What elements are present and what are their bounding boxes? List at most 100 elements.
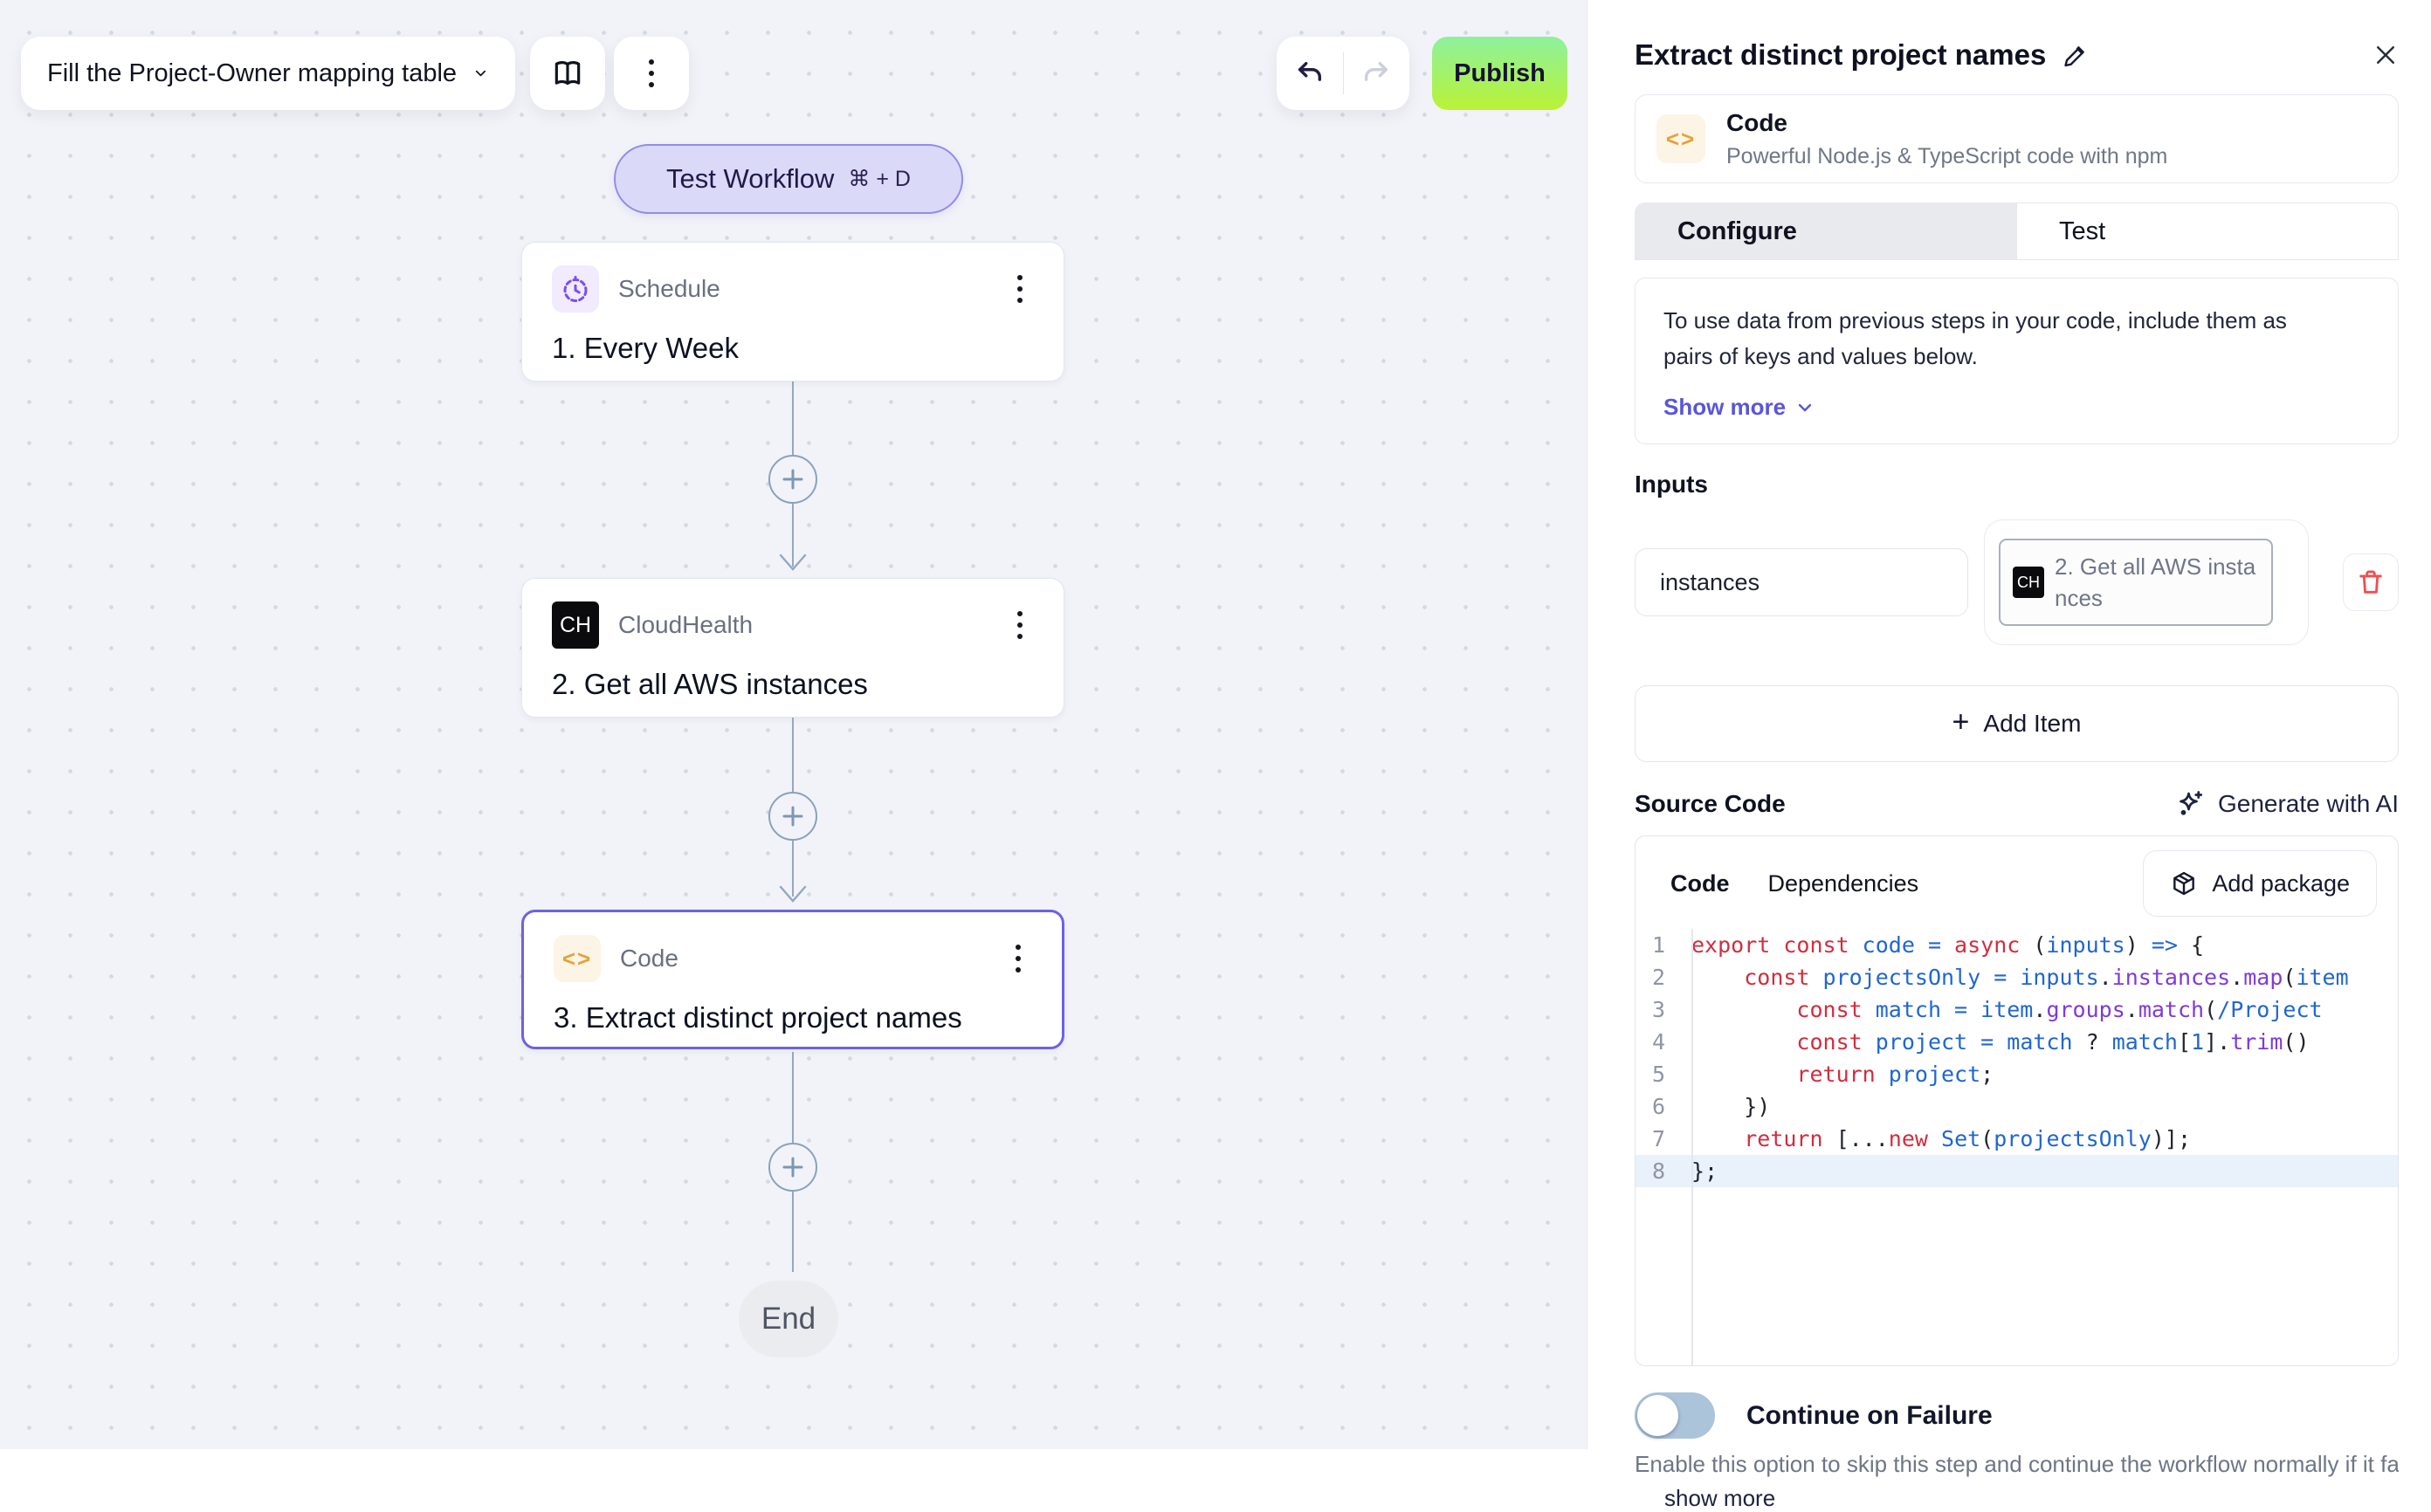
node-code-selected[interactable]: <> Code 3. Extract distinct project name… <box>521 910 1064 1049</box>
delete-input-button[interactable] <box>2343 553 2399 611</box>
plus-icon <box>782 806 803 827</box>
connector-line <box>792 504 794 567</box>
show-more-toggle-link[interactable]: show more <box>1664 1485 1776 1511</box>
step-type-name: Code <box>1726 108 1787 136</box>
cloudhealth-badge-icon: CH <box>2013 567 2044 598</box>
step-type-card: <> Code Powerful Node.js & TypeScript co… <box>1635 94 2399 183</box>
add-step-button[interactable] <box>768 1143 817 1192</box>
line-number: 5 <box>1651 1062 1665 1087</box>
code-line[interactable]: 7 return [...new Set(projectsOnly)]; <box>1636 1123 2398 1155</box>
connector-line <box>792 718 794 792</box>
tab-configure[interactable]: Configure <box>1636 203 2017 259</box>
connector-line <box>792 1052 794 1143</box>
code-text: }) <box>1691 1094 1771 1119</box>
code-text: return project; <box>1796 1062 1994 1087</box>
code-text-area[interactable]: 1 export const code = async (inputs) => {… <box>1636 929 2398 1365</box>
test-workflow-shortcut: ⌘ + D <box>848 167 911 191</box>
trash-icon <box>2359 570 2382 594</box>
add-item-button[interactable]: + Add Item <box>1635 685 2399 762</box>
publish-button[interactable]: Publish <box>1432 37 1567 110</box>
workflow-name: Fill the Project-Owner mapping table <box>47 58 458 87</box>
package-icon <box>2173 871 2195 896</box>
connector-line <box>792 841 794 897</box>
redo-icon <box>1365 61 1388 81</box>
chevron-down-icon <box>475 70 486 77</box>
code-text: return [...new Set(projectsOnly)]; <box>1744 1126 2192 1151</box>
line-number: 8 <box>1651 1158 1665 1184</box>
step-config-panel: Extract distinct project names <> Code P… <box>1587 0 2431 1511</box>
plus-icon <box>782 469 803 490</box>
end-node: End <box>739 1281 838 1357</box>
source-code-label: Source Code <box>1635 790 1786 817</box>
line-number: 7 <box>1651 1126 1665 1151</box>
node-menu-button[interactable] <box>1001 939 1036 978</box>
node-title: 3. Extract distinct project names <box>554 1001 962 1034</box>
inputs-label: Inputs <box>1635 471 1708 498</box>
add-step-button[interactable] <box>768 455 817 504</box>
code-line[interactable]: 2 const projectsOnly = inputs.instances.… <box>1636 961 2398 993</box>
editor-tab-code[interactable]: Code <box>1670 869 1730 897</box>
code-text: export const code = async (inputs) => { <box>1691 932 2205 958</box>
undo-button[interactable] <box>1277 37 1343 110</box>
input-key-field[interactable] <box>1635 548 1968 616</box>
code-line[interactable]: 4 const project = match ? match[1].trim(… <box>1636 1026 2398 1058</box>
sparkle-icon <box>2180 791 2203 815</box>
code-text: }; <box>1691 1158 1718 1184</box>
toolbar-divider <box>1342 52 1344 94</box>
continue-on-failure-description: Enable this option to skip this step and… <box>1635 1451 2399 1477</box>
code-line[interactable]: 1 export const code = async (inputs) => { <box>1636 929 2398 961</box>
info-text: To use data from previous steps in your … <box>1663 307 2287 369</box>
code-line[interactable]: 8}; <box>1636 1155 2398 1187</box>
undo-icon <box>1298 61 1321 81</box>
add-package-button[interactable]: Add package <box>2143 850 2377 917</box>
add-step-button[interactable] <box>768 792 817 841</box>
step-reference-chip[interactable]: CH 2. Get all AWS instances <box>1999 539 2273 626</box>
continue-on-failure-label: Continue on Failure <box>1746 1400 1993 1430</box>
node-schedule[interactable]: Schedule 1. Every Week <box>521 242 1064 381</box>
workflow-canvas[interactable]: Fill the Project-Owner mapping table Pub… <box>0 0 1587 1449</box>
code-line[interactable]: 5 return project; <box>1636 1058 2398 1090</box>
connector-line <box>792 1192 794 1272</box>
line-number: 6 <box>1651 1094 1665 1119</box>
line-number: 2 <box>1651 965 1665 990</box>
connector-line <box>792 381 794 455</box>
input-mapping-row: CH 2. Get all AWS instances <box>1635 519 2399 645</box>
line-number: 1 <box>1651 932 1665 958</box>
panel-title: Extract distinct project names <box>1635 38 2047 71</box>
node-cloudhealth[interactable]: CH CloudHealth 2. Get all AWS instances <box>521 578 1064 718</box>
arrowhead-icon <box>779 553 807 571</box>
redo-button[interactable] <box>1344 37 1410 110</box>
docs-button[interactable] <box>530 37 605 110</box>
line-number: 3 <box>1651 997 1665 1022</box>
close-panel-button[interactable] <box>2372 42 2399 68</box>
code-line[interactable]: 6 }) <box>1636 1090 2398 1123</box>
node-menu-button[interactable] <box>1002 606 1037 644</box>
kebab-icon <box>634 54 669 93</box>
info-box: To use data from previous steps in your … <box>1635 278 2399 444</box>
code-icon: <> <box>1656 114 1705 163</box>
add-item-label: Add Item <box>1983 710 2082 737</box>
workflow-name-dropdown[interactable]: Fill the Project-Owner mapping table <box>21 37 515 110</box>
arrowhead-icon <box>779 885 807 903</box>
chip-label: 2. Get all AWS instances <box>2055 553 2256 611</box>
input-value-container[interactable]: CH 2. Get all AWS instances <box>1984 519 2309 645</box>
workflow-menu-button[interactable] <box>614 37 689 110</box>
cloudhealth-icon: CH <box>552 601 599 649</box>
end-label: End <box>761 1302 816 1336</box>
panel-tabs: Configure Test <box>1635 203 2399 260</box>
show-more-link[interactable]: Show more <box>1663 394 2370 421</box>
editor-tab-dependencies[interactable]: Dependencies <box>1767 869 1919 897</box>
code-line[interactable]: 3 const match = item.groups.match(/Proje… <box>1636 993 2398 1026</box>
continue-on-failure-toggle[interactable] <box>1635 1392 1715 1439</box>
node-title: 1. Every Week <box>552 332 739 364</box>
node-menu-button[interactable] <box>1002 270 1037 308</box>
tab-test[interactable]: Test <box>2059 216 2106 245</box>
code-text: const projectsOnly = inputs.instances.ma… <box>1744 965 2349 990</box>
plus-icon <box>782 1157 803 1178</box>
generate-with-ai-button[interactable]: Generate with AI <box>2174 788 2399 820</box>
test-workflow-button[interactable]: Test Workflow ⌘ + D <box>614 144 963 214</box>
toggle-knob <box>1637 1395 1678 1436</box>
edit-pencil-icon[interactable] <box>2062 41 2090 69</box>
chevron-down-icon <box>1798 403 1812 411</box>
add-package-label: Add package <box>2212 869 2350 897</box>
